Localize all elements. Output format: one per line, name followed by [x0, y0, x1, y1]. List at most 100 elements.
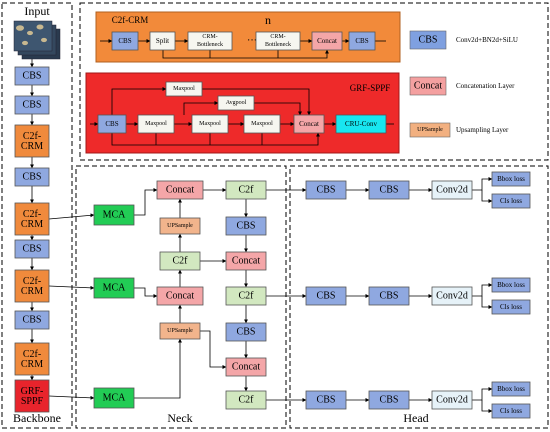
- c2f-crm-detail-1: CBS: [111, 31, 139, 51]
- neck-concat-1: Concat: [156, 180, 204, 200]
- head-cls-loss-3: Cls loss: [491, 403, 531, 419]
- neck-c2f-mid-box: [225, 286, 267, 306]
- repeat-n-label: n: [265, 13, 271, 27]
- backbone-block-7-box: [14, 269, 50, 303]
- backbone-block-5-label: C2f-CRM: [21, 209, 43, 230]
- grf-sppf-title: GRF-SPPF: [350, 83, 391, 93]
- head-bbox-loss-2-label: Bbox loss: [497, 281, 525, 289]
- neck-concat-2-box: [156, 286, 204, 306]
- neck-mca-1-label: MCA: [103, 210, 127, 221]
- backbone-block-4-label: CBS: [23, 172, 42, 183]
- backbone-block-6-box: [14, 239, 50, 259]
- head-conv2d-3-label: Conv2d: [436, 395, 468, 406]
- neck-c2f-mid-label: C2f: [239, 291, 255, 302]
- backbone-block-6-label: CBS: [23, 244, 42, 255]
- grf-cbs-box: [97, 114, 127, 134]
- head-region: [289, 165, 549, 429]
- grf-maxpool-1-label: Maxpool: [145, 121, 167, 127]
- head-cls-loss-3-box: [491, 403, 531, 419]
- neck-c2f-top-box: [225, 180, 267, 200]
- neck-concat-2-label: Concat: [166, 291, 195, 302]
- head-cbs-a-3-box: [305, 390, 347, 410]
- neck-mca-3-label: MCA: [103, 393, 127, 404]
- head-bbox-loss-3-label: Bbox loss: [497, 385, 525, 393]
- neck-mca-3: MCA: [93, 387, 135, 409]
- head-bbox-loss-1-label: Bbox loss: [497, 175, 525, 183]
- neck-cbs-1-label: CBS: [237, 221, 256, 232]
- c2f-crm-detail-1-box: [111, 31, 139, 51]
- neck-concat-4: Concat: [225, 357, 267, 377]
- neck-concat-3-label: Concat: [232, 256, 261, 267]
- grf-cbs-label: CBS: [105, 120, 118, 128]
- backbone-block-5-box: [14, 202, 50, 236]
- neck-concat-2: Concat: [156, 286, 204, 306]
- neck-concat-4-label: Concat: [232, 362, 261, 373]
- neck-mca-1: MCA: [93, 204, 135, 226]
- backbone-block-9-box: [14, 342, 50, 376]
- backbone-region: [1, 2, 73, 429]
- legend-swatch-label-1: CBS: [419, 35, 438, 46]
- backbone-block-3: C2f-CRM: [14, 124, 50, 158]
- neck-cbs-2-box: [225, 322, 267, 342]
- grf-maxpool-top: Maxpool: [165, 81, 203, 97]
- neck-c2f-bot-label: C2f: [239, 395, 255, 406]
- head-cls-loss-1: Cls loss: [491, 193, 531, 209]
- grf-avgpool-box: [217, 95, 255, 111]
- grf-maxpool-2: Maxpool: [191, 114, 229, 134]
- head-cbs-b-1-box: [368, 180, 410, 200]
- legend-text-2: Concatenation Layer: [456, 82, 515, 90]
- neck-c2f-1-label: C2f: [173, 256, 189, 267]
- head-bbox-loss-2: Bbox loss: [491, 277, 531, 293]
- head-cbs-a-3-label: CBS: [317, 395, 336, 406]
- head-conv2d-2-label: Conv2d: [436, 291, 468, 302]
- grf-cru-conv: CRU-Conv: [335, 114, 387, 134]
- c2f-crm-detail-5-label: CRM-Bottleneck: [265, 34, 291, 48]
- backbone-block-4: CBS: [14, 167, 50, 187]
- c2f-crm-detail-5-box: [255, 31, 301, 51]
- grf-avgpool: Avgpool: [217, 95, 255, 111]
- grf-maxpool-3-label: Maxpool: [251, 121, 273, 127]
- c2f-crm-detail-7-label: CBS: [355, 37, 368, 45]
- neck-upsample-1-label: UPSample: [167, 223, 193, 229]
- legend-text-1: Conv2d+BN2d+SiLU: [456, 36, 518, 44]
- backbone-block-2: CBS: [14, 95, 50, 115]
- neck-cbs-2-label: CBS: [237, 327, 256, 338]
- head-cbs-a-1-label: CBS: [317, 185, 336, 196]
- grf-top-b: [202, 88, 311, 116]
- edge-mca1-concat1: [134, 188, 158, 216]
- neck-c2f-1: C2f: [159, 251, 201, 271]
- head-conv2d-1-label: Conv2d: [436, 185, 468, 196]
- neck-mca-1-box: [93, 204, 135, 226]
- head-conv2d-2: Conv2d: [431, 286, 473, 306]
- head-cls-loss-2-box: [491, 299, 531, 315]
- head-bbox-loss-1: Bbox loss: [491, 171, 531, 187]
- backbone-block-8-label: CBS: [23, 315, 42, 326]
- head-e4-2: [481, 296, 493, 309]
- edge-up2-concat4: [200, 330, 227, 369]
- top-detail-region: [79, 2, 549, 161]
- head-cbs-a-2-box: [305, 286, 347, 306]
- head-cbs-b-3-label: CBS: [380, 395, 399, 406]
- grf-top-a: [111, 87, 167, 115]
- legend-swatch-1: [409, 30, 447, 50]
- head-conv2d-1: Conv2d: [431, 180, 473, 200]
- c2f-crm-detail-2-label: Split: [156, 37, 169, 45]
- head-cls-loss-1-label: Cls loss: [500, 197, 522, 205]
- neck-cbs-1: CBS: [225, 216, 267, 236]
- neck-mca-2: MCA: [93, 277, 135, 299]
- neck-cbs-1-box: [225, 216, 267, 236]
- backbone-block-8: CBS: [14, 310, 50, 330]
- c2f-skip-a: [162, 49, 329, 59]
- backbone-block-9-label: C2f-CRM: [21, 349, 43, 370]
- grf-maxpool-1: Maxpool: [137, 114, 175, 134]
- neck-c2f-1-box: [159, 251, 201, 271]
- grf-maxpool-top-label: Maxpool: [173, 86, 195, 92]
- head-conv2d-2-box: [431, 286, 473, 306]
- head-cls-loss-1-box: [491, 193, 531, 209]
- grf-avg-b: [254, 102, 302, 116]
- neck-upsample-1: UPSample: [159, 217, 201, 235]
- head-cbs-b-2: CBS: [368, 286, 410, 306]
- backbone-block-3-label: C2f-CRM: [21, 131, 43, 152]
